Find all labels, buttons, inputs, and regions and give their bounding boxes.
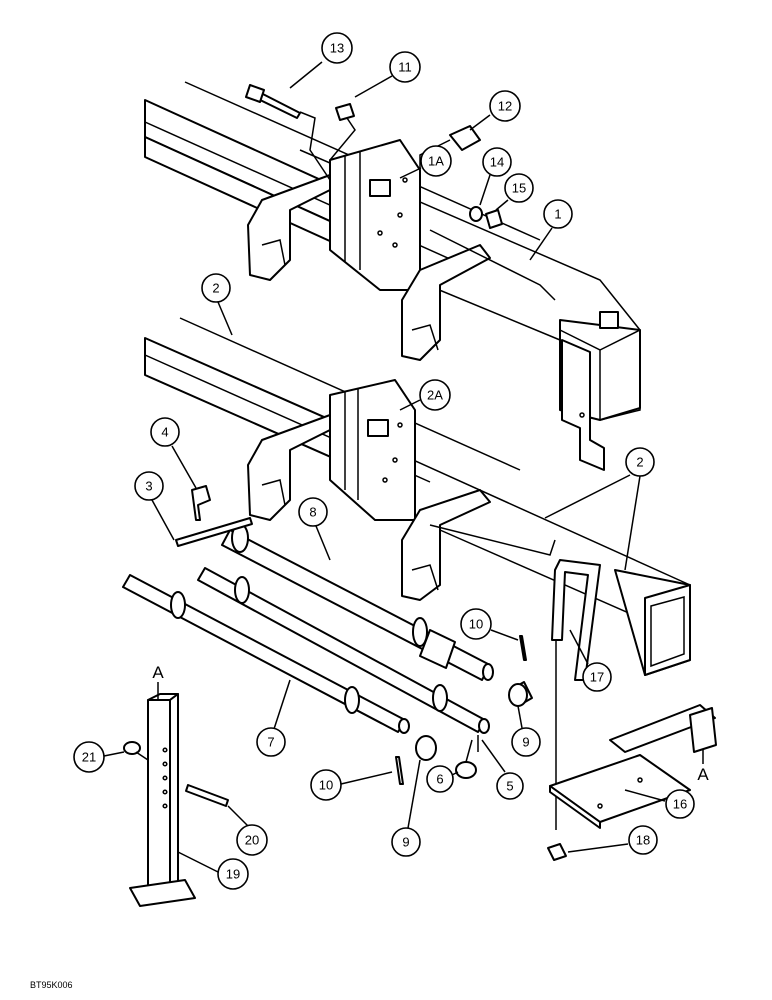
upper-beam-break [429,229,556,301]
lower-left-clamp [247,414,331,521]
callout-6: 6 [426,765,459,793]
svg-text:10: 10 [469,617,483,632]
callout-16: 16 [624,789,695,819]
lower-right-clamp [401,489,491,601]
callout-21: 21 [73,741,125,773]
lower-beam-break [429,524,556,556]
callout-2-lower: 2 [544,447,655,571]
nut-18 [547,843,567,861]
svg-text:2A: 2A [427,388,443,403]
svg-text:20: 20 [245,833,259,848]
svg-text:2: 2 [636,455,643,470]
svg-text:4: 4 [161,425,168,440]
callout-2-upper: 2 [201,273,233,336]
svg-text:1: 1 [554,207,561,222]
callout-10-lower: 10 [310,769,393,801]
callout-13: 13 [289,32,353,89]
pin-20 [185,784,229,807]
jack-stand-19 [129,693,196,907]
lower-mount-plate-2a [329,379,416,521]
svg-text:2: 2 [212,281,219,296]
nut-15 [485,209,503,229]
shaft-8 [221,523,494,681]
bracket-plate-16 [549,704,717,829]
svg-text:19: 19 [226,867,240,882]
bolt-13 [245,84,331,181]
callout-15: 15 [495,173,534,211]
svg-text:3: 3 [145,479,152,494]
callout-19: 19 [177,851,249,890]
callout-8: 8 [298,497,331,561]
svg-text:8: 8 [309,505,316,520]
callout-4: 4 [150,417,197,489]
view-marker-a-stand: A [152,663,164,682]
svg-text:11: 11 [398,60,412,75]
svg-text:9: 9 [402,835,409,850]
callout-17: 17 [569,629,612,692]
callout-12: 12 [469,90,521,131]
callout-1: 1 [529,199,573,261]
pin-3 [175,517,253,547]
svg-text:12: 12 [498,99,512,114]
svg-text:6: 6 [436,772,443,787]
bushing-9-lower [415,735,437,761]
bushing-9-upper [508,681,533,707]
callout-20: 20 [227,805,268,856]
svg-text:21: 21 [82,750,96,765]
svg-text:16: 16 [673,797,687,812]
callout-2a: 2A [399,379,451,411]
pin-10-lower [395,756,404,785]
svg-text:5: 5 [506,779,513,794]
callout-9-lower: 9 [391,759,421,857]
shaft-middle [197,567,490,734]
callout-1a: 1A [399,145,452,179]
u-bolt-17 [551,559,601,830]
spacer-12 [419,125,481,170]
svg-text:7: 7 [267,735,274,750]
callout-9-upper: 9 [511,705,541,757]
svg-text:1A: 1A [428,154,444,169]
callout-18: 18 [567,825,658,855]
clip-21 [123,741,149,761]
upper-mount-plate-1a [329,139,421,291]
shaft-7 [122,574,410,734]
svg-text:13: 13 [330,41,344,56]
callout-11: 11 [354,51,421,98]
upper-hanger-bracket [561,339,605,471]
upper-right-clamp [401,244,491,361]
svg-text:10: 10 [319,778,333,793]
svg-text:14: 14 [490,155,504,170]
svg-text:17: 17 [590,670,604,685]
clip-4 [191,485,211,521]
svg-text:18: 18 [636,833,650,848]
callout-14: 14 [479,147,512,206]
nut-11 [329,103,356,161]
svg-text:15: 15 [512,181,526,196]
view-marker-a-plate: A [697,765,709,784]
clip-6 [455,739,477,779]
callout-10-upper: 10 [460,608,519,641]
figure-code: BT95K006 [30,980,73,990]
callout-7: 7 [256,679,291,757]
pin-10-upper [519,635,527,661]
washer-14 [469,206,483,222]
svg-text:9: 9 [522,735,529,750]
callout-5: 5 [481,739,524,800]
callout-3: 3 [134,471,175,541]
